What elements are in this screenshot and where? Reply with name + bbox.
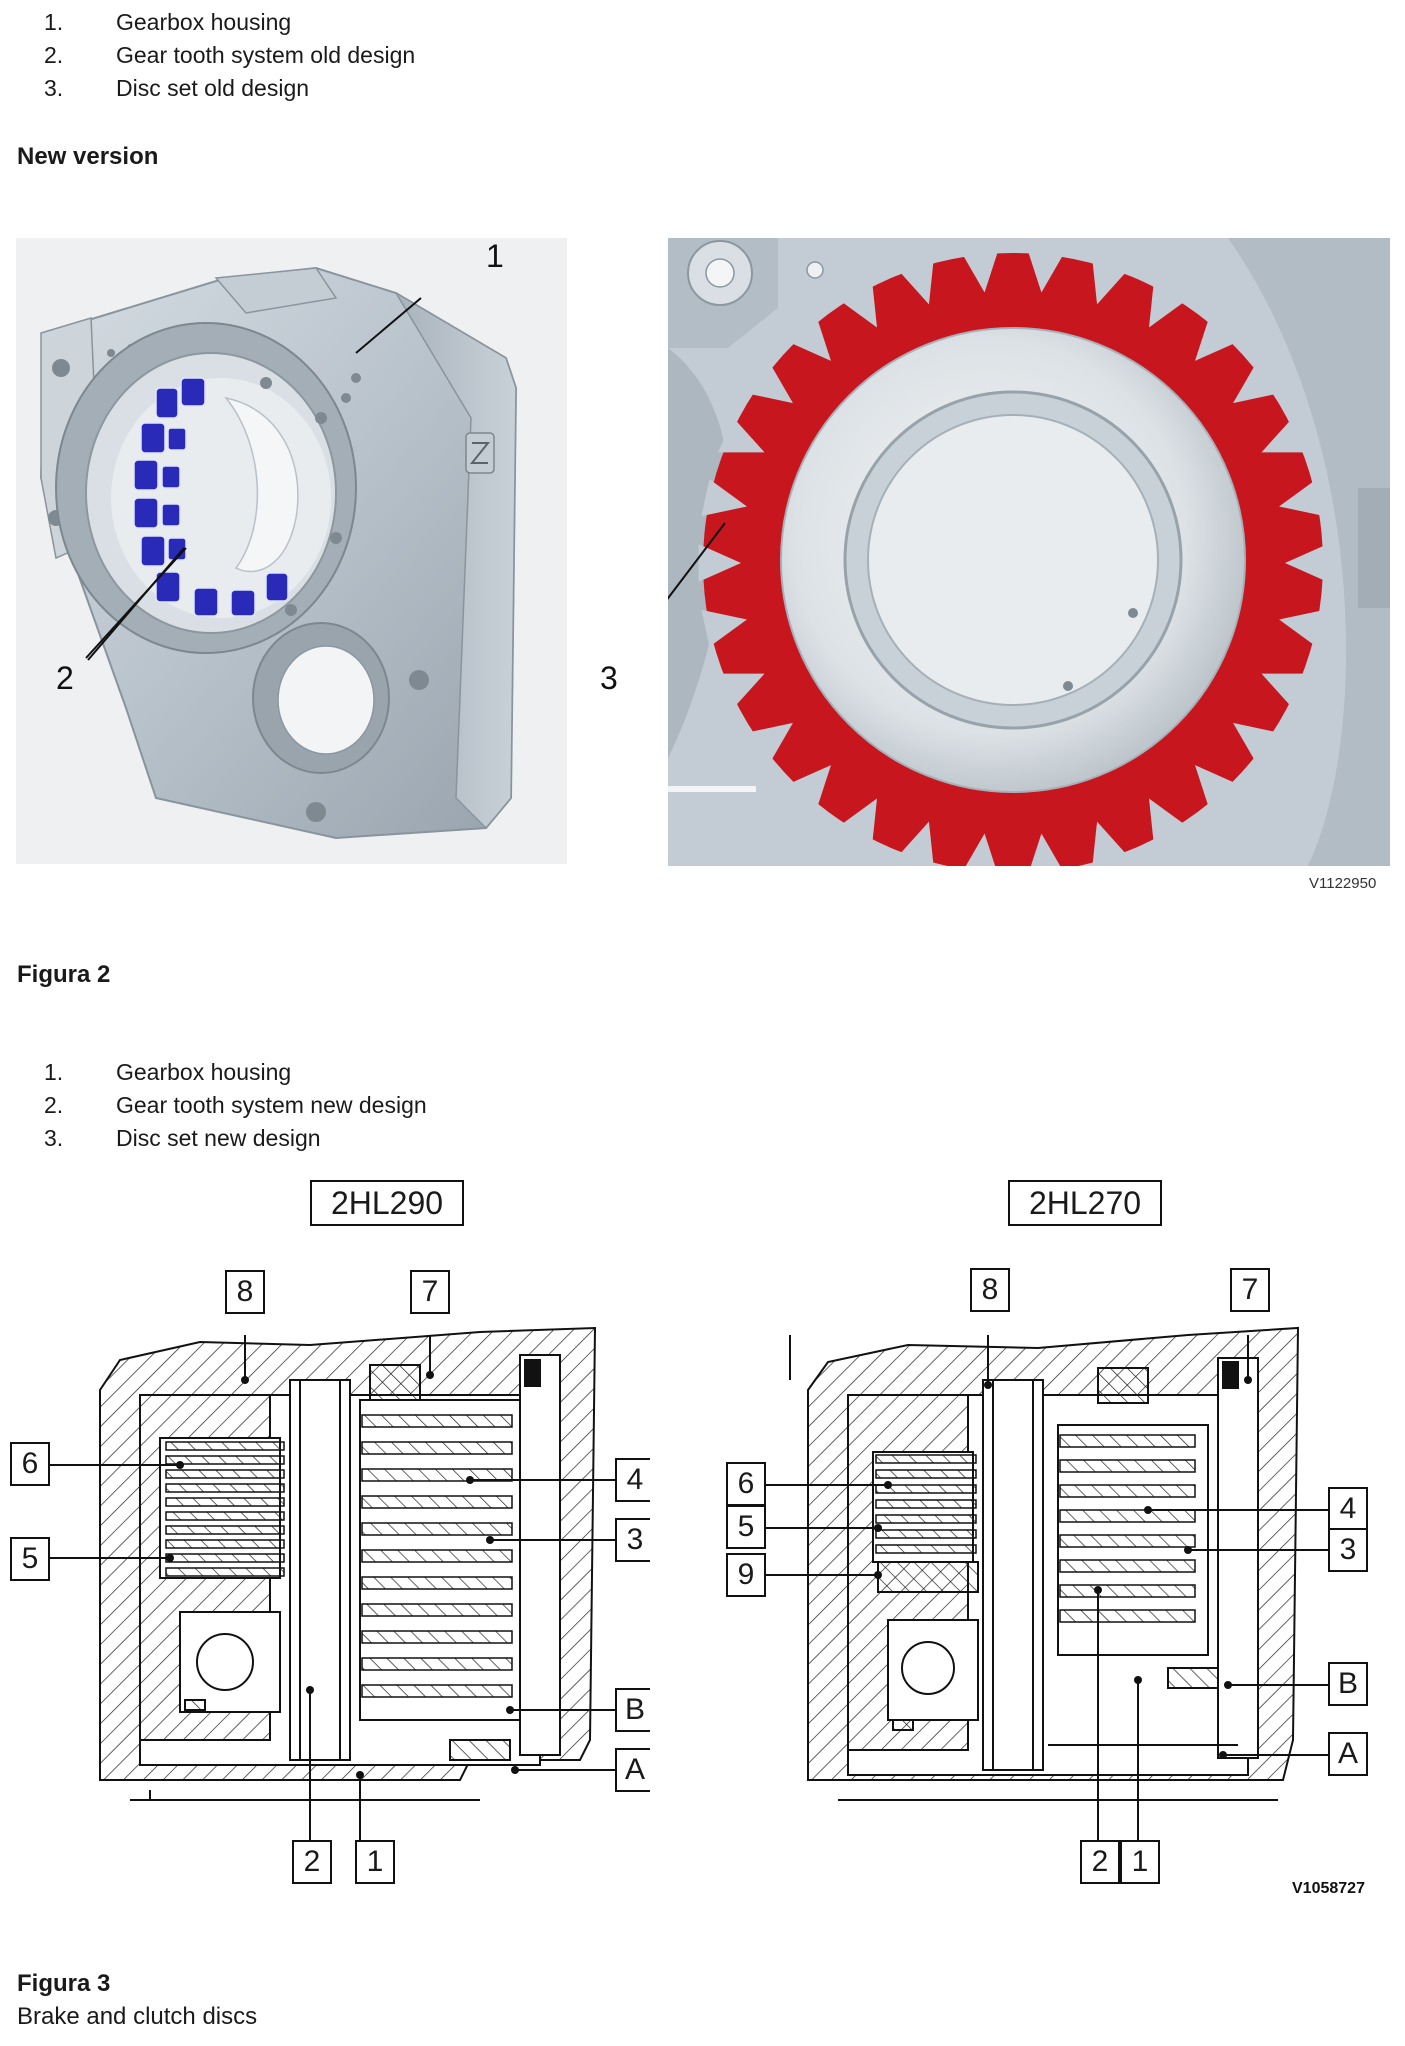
label-b: B [1328, 1662, 1368, 1706]
label-4: 4 [615, 1458, 650, 1502]
list-item: 3.Disc set new design [44, 1125, 321, 1151]
diagram-2hl270-drawing [763, 1326, 1328, 1860]
label-7: 7 [1230, 1268, 1270, 1312]
disc-tooth-notch [701, 479, 747, 517]
legend-list-new: 1.Gearbox housing 2.Gear tooth system ne… [44, 1056, 427, 1155]
legend-list-old: 1.Gearbox housing 2.Gear tooth system ol… [44, 6, 415, 105]
list-item: 1.Gearbox housing [44, 9, 292, 35]
disc-tooth-notch [961, 248, 999, 293]
diagram-reference-code: V1058727 [1292, 1880, 1365, 1897]
disc-tooth-notch [1027, 248, 1065, 293]
callout-1: 1 [486, 238, 504, 274]
disc-tooth-notch [965, 833, 996, 866]
disc-tooth-notch [839, 281, 877, 328]
label-4: 4 [1328, 1487, 1368, 1531]
disc-tooth-notch [747, 722, 793, 764]
disc-tooth-notch [1261, 417, 1308, 453]
list-item: 2.Gear tooth system new design [44, 1092, 427, 1118]
disc-tooth-notch [1149, 798, 1187, 845]
disc-tooth-notch [1092, 821, 1129, 866]
gearbox-housing-photo: 1 2 [16, 238, 567, 864]
disc-tooth-notch [698, 544, 741, 582]
label-a: A [615, 1748, 650, 1792]
list-item: 1.Gearbox housing [44, 1059, 292, 1085]
label-3: 3 [1328, 1528, 1368, 1572]
photo-reference-code: V1122950 [1309, 875, 1377, 892]
disc-tooth-notch [1092, 258, 1129, 305]
disc-tooth-notch [1285, 544, 1328, 582]
disc-tooth-notch [1233, 362, 1279, 404]
diagram-title: 2HL290 [310, 1180, 464, 1226]
disc-tooth-notch [897, 821, 934, 866]
label-1: 1 [355, 1840, 395, 1884]
new-version-heading: New version [17, 143, 159, 170]
label-5: 5 [10, 1537, 50, 1581]
disc-set-photo: 3 [668, 238, 1390, 866]
disc-tooth-notch [1279, 609, 1325, 647]
disc-tooth-notch [1149, 281, 1187, 328]
disc-tooth-notch [701, 609, 747, 647]
label-7: 7 [410, 1270, 450, 1314]
label-3: 3 [615, 1518, 650, 1562]
disc-tooth-notch [1233, 722, 1279, 764]
disc-tooth-notch [1261, 673, 1308, 709]
label-5: 5 [726, 1505, 766, 1549]
disc-tooth-notch [718, 417, 765, 453]
figura-3-caption: Figura 3 [17, 1970, 111, 1997]
disc-tooth-notch [897, 258, 934, 305]
label-6: 6 [726, 1462, 766, 1506]
label-8: 8 [970, 1268, 1010, 1312]
disc-tooth-notch [839, 798, 877, 845]
label-1: 1 [1120, 1840, 1160, 1884]
disc-tooth-notch [747, 362, 793, 404]
figura-3-subcaption: Brake and clutch discs [17, 2003, 258, 2030]
diagram-2hl270: 2HL270 8 7 6 5 9 4 3 B A 2 1 [718, 1180, 1378, 1900]
disc-tooth-notch [1279, 479, 1325, 517]
disc-tooth-notch [1030, 833, 1061, 866]
label-6: 6 [10, 1442, 50, 1486]
disc-tooth-notch [788, 765, 831, 810]
label-b: B [615, 1688, 650, 1732]
disc-set-illustration [668, 238, 1390, 866]
list-item: 3.Disc set old design [44, 75, 310, 101]
disc-tooth-notch [788, 316, 831, 361]
figura-2-caption: Figura 2 [17, 961, 111, 988]
disc-tooth-notch [1195, 316, 1238, 361]
callout-2: 2 [56, 660, 74, 696]
diagram-2hl290: 2HL290 8 7 6 5 4 3 B A 1 2 [10, 1180, 650, 1900]
label-2: 2 [292, 1840, 332, 1884]
callout-3: 3 [600, 660, 618, 696]
diagram-title: 2HL270 [1008, 1180, 1162, 1226]
disc-tooth-notch [718, 673, 765, 709]
label-a: A [1328, 1732, 1368, 1776]
label-2: 2 [1080, 1840, 1120, 1884]
list-item: 2.Gear tooth system old design [44, 42, 416, 68]
gearbox-housing-illustration [39, 266, 518, 840]
gear-tooth-system [111, 377, 331, 618]
label-9: 9 [726, 1553, 766, 1597]
diagram-2hl290-drawing [45, 1326, 620, 1860]
disc-tooth-notch [1195, 765, 1238, 810]
label-8: 8 [225, 1270, 265, 1314]
